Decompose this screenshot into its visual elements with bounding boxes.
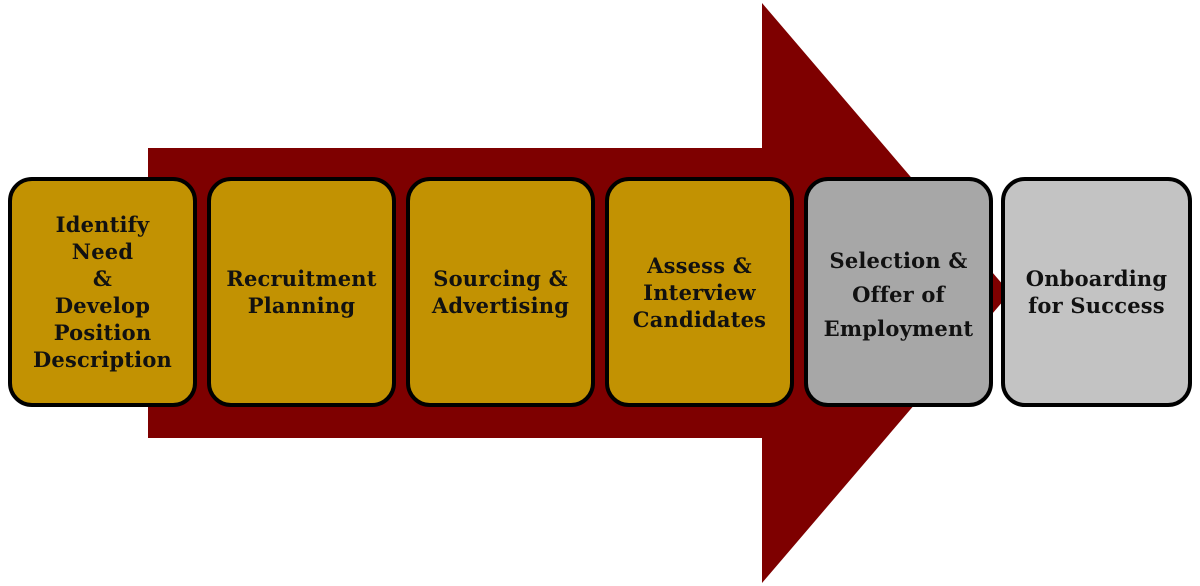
step-onboarding: Onboarding for Success [1001, 177, 1192, 407]
step-assess-interview: Assess & Interview Candidates [605, 177, 794, 407]
step-label: Assess & Interview Candidates [632, 252, 767, 332]
step-recruitment-planning: Recruitment Planning [207, 177, 396, 407]
step-label: Onboarding for Success [1025, 266, 1168, 318]
step-label: Identify Need & Develop Position Descrip… [32, 212, 173, 372]
step-selection-offer: Selection & Offer of Employment [804, 177, 993, 407]
step-sourcing-advertising: Sourcing & Advertising [406, 177, 595, 407]
step-identify-need: Identify Need & Develop Position Descrip… [8, 177, 197, 407]
step-label: Selection & Offer of Employment [823, 248, 974, 341]
step-label: Sourcing & Advertising [431, 266, 570, 318]
step-label: Recruitment Planning [226, 266, 377, 318]
